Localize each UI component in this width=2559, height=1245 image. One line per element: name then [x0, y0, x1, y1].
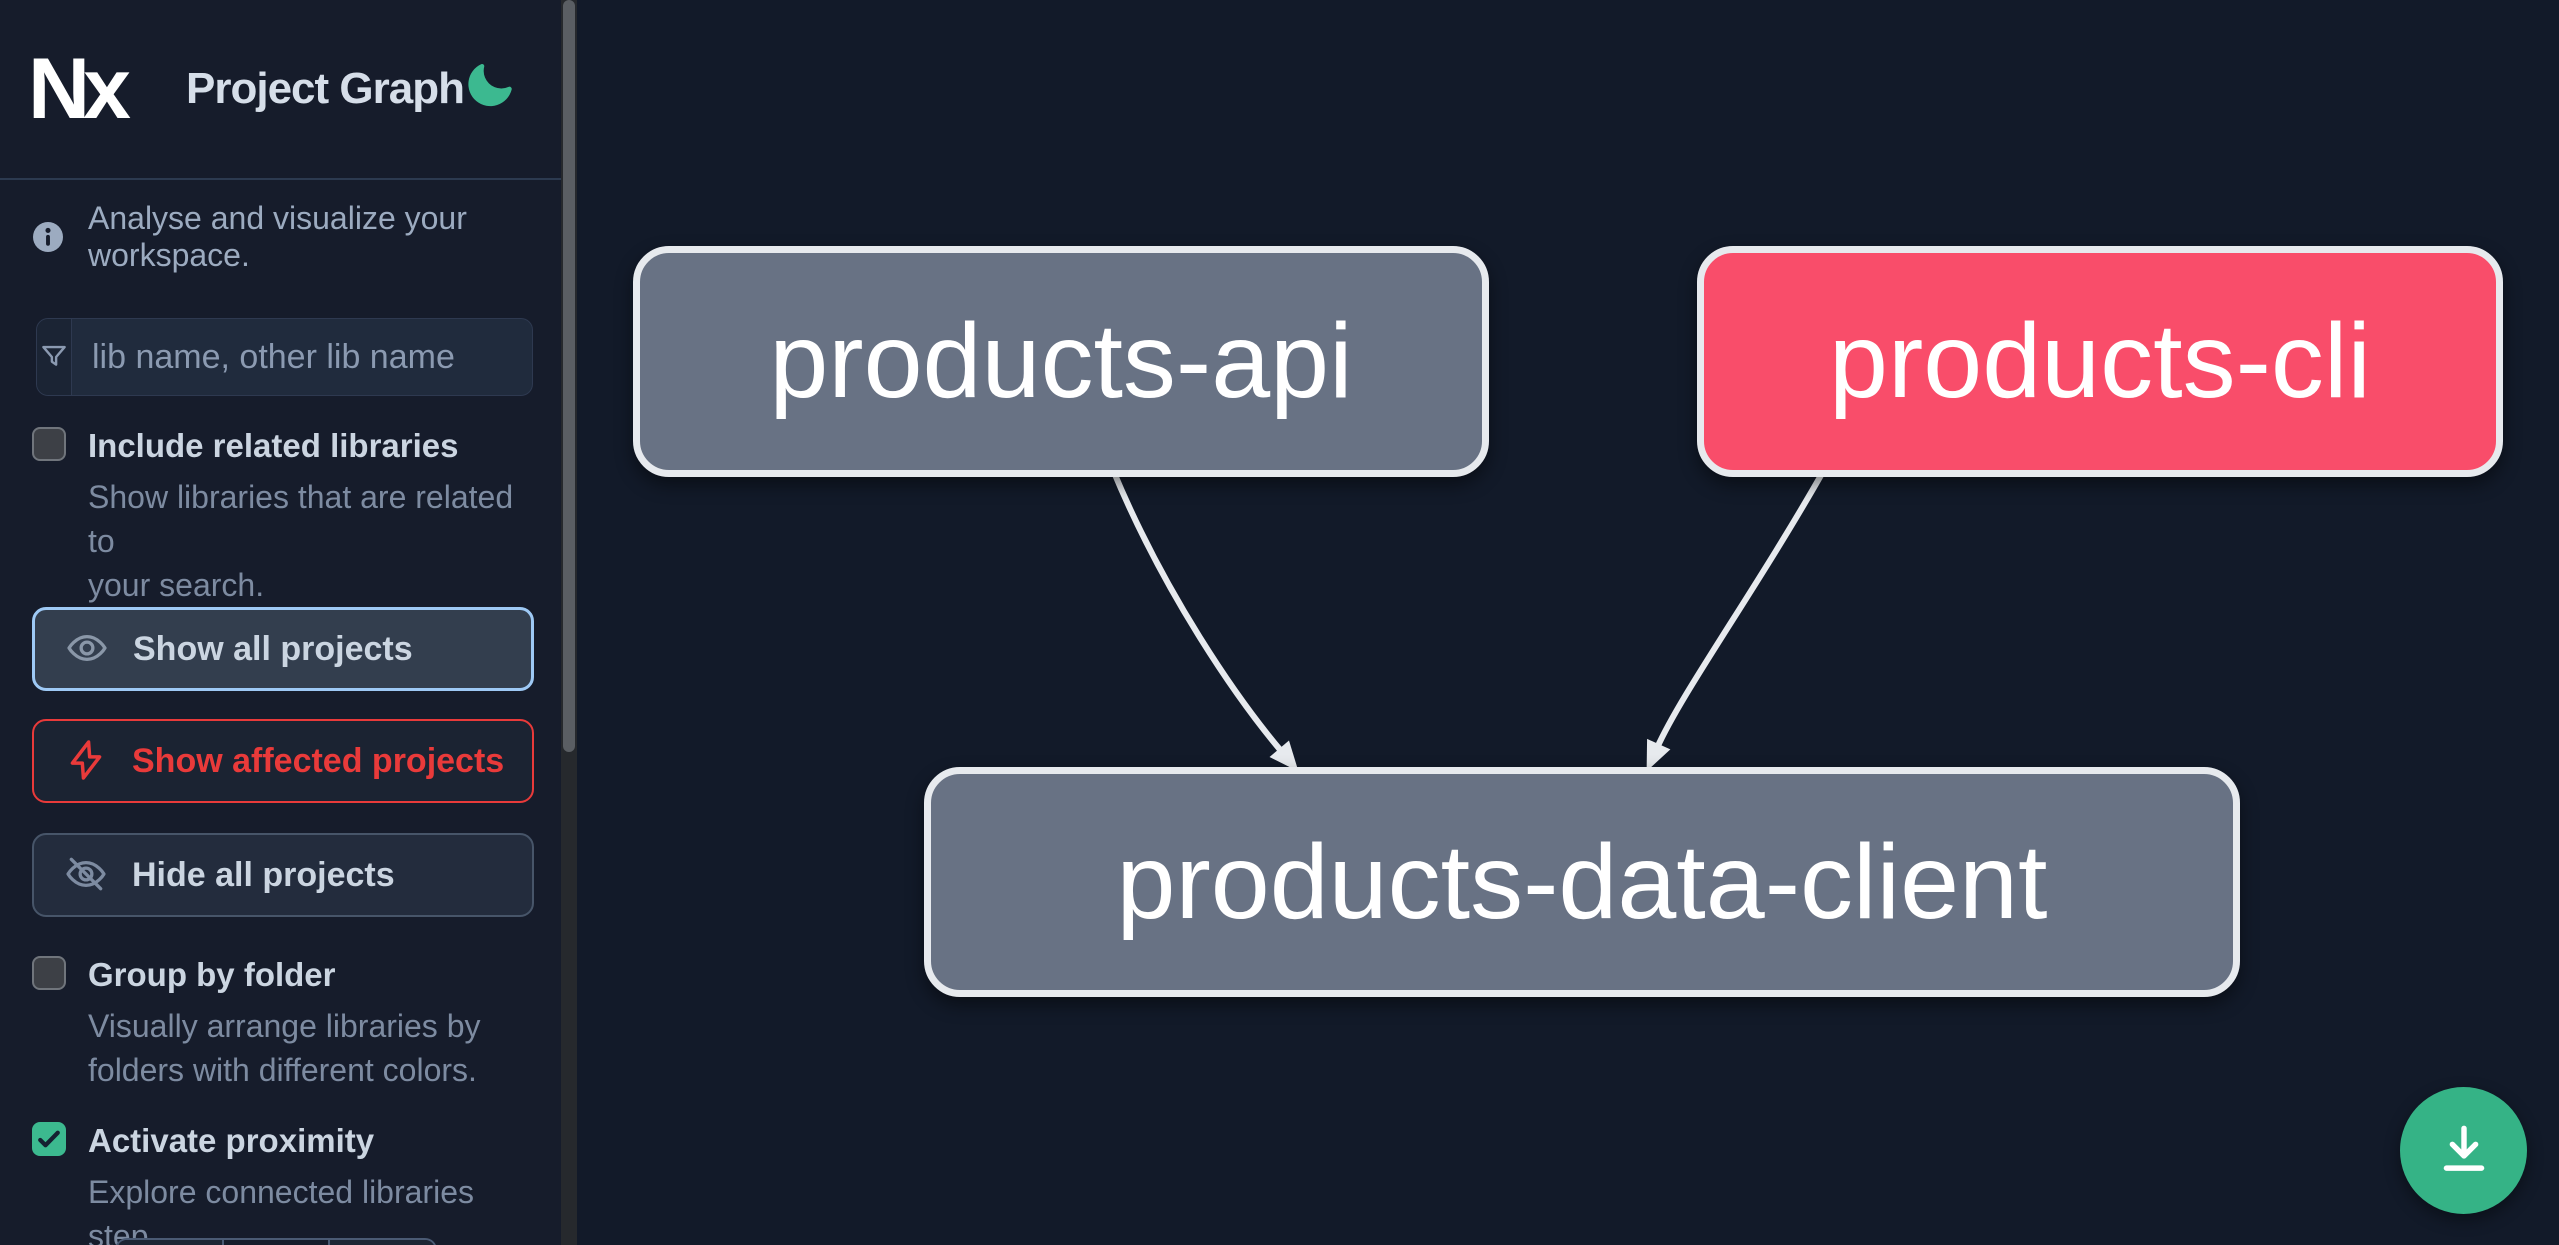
graph-canvas[interactable]	[577, 0, 2559, 1245]
search-input[interactable]	[72, 319, 532, 395]
eye-icon	[65, 626, 109, 673]
download-icon	[2433, 1118, 2495, 1183]
group-by-folder-checkbox[interactable]	[32, 956, 66, 990]
show-all-projects-button[interactable]: Show all projects	[32, 607, 534, 691]
include-related-description: Show libraries that are related to your …	[88, 479, 514, 603]
theme-toggle-button[interactable]	[462, 58, 518, 114]
include-related-checkbox[interactable]	[32, 427, 66, 461]
option-include-related: Include related libraries Show libraries…	[32, 427, 534, 607]
activate-proximity-checkbox[interactable]	[32, 1122, 66, 1156]
activate-proximity-label[interactable]: Activate proximity	[88, 1122, 375, 1159]
bolt-icon	[64, 738, 108, 785]
graph-node-products-data-client[interactable]: products-data-client	[924, 767, 2240, 997]
include-related-label[interactable]: Include related libraries	[88, 427, 459, 464]
activate-proximity-description: Explore connected libraries step by step…	[88, 1174, 474, 1245]
stepper-increment-button[interactable]	[328, 1240, 435, 1245]
nx-logo: Nx	[28, 41, 131, 137]
filter-search	[36, 318, 533, 396]
option-group-by-folder: Group by folder Visually arrange librari…	[32, 956, 534, 1092]
sidebar-header: Nx Project Graph	[0, 0, 561, 180]
group-by-folder-description: Visually arrange libraries by folders wi…	[88, 1008, 481, 1088]
download-image-button[interactable]	[2400, 1087, 2527, 1214]
workspace-tagline-row: Analyse and visualize your workspace.	[30, 200, 561, 274]
group-by-folder-label[interactable]: Group by folder	[88, 956, 336, 993]
show-all-projects-label: Show all projects	[133, 629, 413, 668]
graph-node-products-cli[interactable]: products-cli	[1697, 246, 2503, 477]
graph-node-products-api[interactable]: products-api	[633, 246, 1489, 477]
sidebar-scrollbar-thumb[interactable]	[563, 0, 575, 752]
stepper-decrement-button[interactable]	[117, 1240, 222, 1245]
hide-all-projects-label: Hide all projects	[132, 855, 395, 894]
stepper-value	[221, 1240, 329, 1245]
sidebar-scrollbar	[561, 0, 577, 1245]
page-title: Project Graph	[186, 64, 465, 113]
eye-off-icon	[64, 852, 108, 899]
show-affected-projects-button[interactable]: Show affected projects	[32, 719, 534, 803]
option-activate-proximity: Activate proximity Explore connected lib…	[32, 1122, 534, 1245]
sidebar: Nx Project Graph Analyse and visualize y…	[0, 0, 561, 1245]
hide-all-projects-button[interactable]: Hide all projects	[32, 833, 534, 917]
moon-icon	[464, 63, 516, 114]
funnel-icon	[37, 319, 72, 395]
workspace-tagline: Analyse and visualize your workspace.	[88, 200, 467, 273]
show-affected-projects-label: Show affected projects	[132, 741, 505, 780]
info-icon	[30, 219, 66, 255]
proximity-depth-stepper	[115, 1238, 437, 1245]
